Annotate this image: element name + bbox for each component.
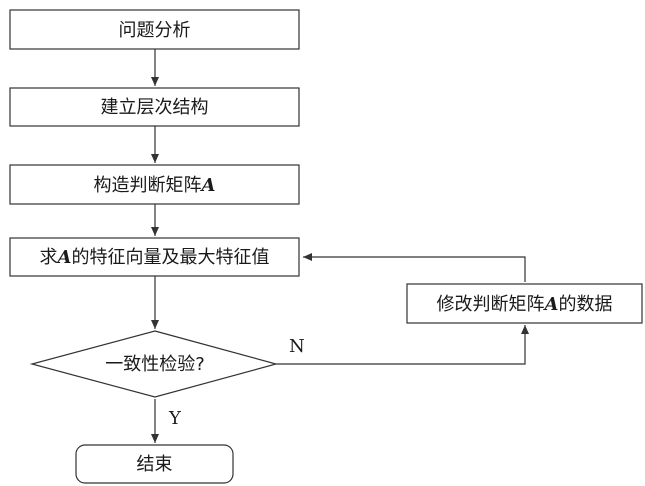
node-consistency-check: 一致性检验? [29,330,279,398]
node-construct-matrix: 构造判断矩阵A [9,164,300,205]
node-end: 结束 [75,444,234,484]
node-construct-matrix-symbol: A [200,175,216,196]
node-build-hierarchy: 建立层次结构 [9,87,300,127]
node-modify-matrix-text-before: 修改判断矩阵 [437,294,545,315]
node-problem-analysis-box [9,9,300,50]
node-eigen-label: 求A的特征向量及最大特征值 [40,247,270,268]
node-modify-matrix-text-after: 的数据 [558,294,612,315]
node-modify-matrix-label: 修改判断矩阵A的数据 [437,294,613,315]
node-eigen: 求A的特征向量及最大特征值 [9,237,300,277]
edge-modify-to-eigen [303,253,526,282]
node-eigen-text-before: 求 [40,247,58,268]
node-modify-matrix: 修改判断矩阵A的数据 [406,283,643,324]
node-build-hierarchy-label: 建立层次结构 [101,97,209,118]
node-problem-analysis-label: 问题分析 [119,20,191,41]
node-eigen-box [9,237,300,277]
node-construct-matrix-label: 构造判断矩阵A [94,175,216,196]
branch-label-yes: Y [168,408,182,429]
node-consistency-check-label: 一致性检验? [105,354,205,375]
node-construct-matrix-text: 构造判断矩阵 [94,175,202,196]
node-problem-analysis: 问题分析 [9,9,300,50]
node-eigen-text-after: 的特征向量及最大特征值 [71,247,269,268]
node-consistency-check-diamond [29,330,279,398]
node-end-label: 结束 [137,454,173,475]
edge-check-no-to-modify [276,325,529,365]
node-eigen-symbol: A [56,247,72,268]
branch-label-no: N [289,336,305,357]
node-modify-matrix-box [406,283,643,324]
node-end-box [75,444,234,484]
node-build-hierarchy-box [9,87,300,127]
node-modify-matrix-symbol: A [543,294,559,315]
node-construct-matrix-box [9,164,300,205]
